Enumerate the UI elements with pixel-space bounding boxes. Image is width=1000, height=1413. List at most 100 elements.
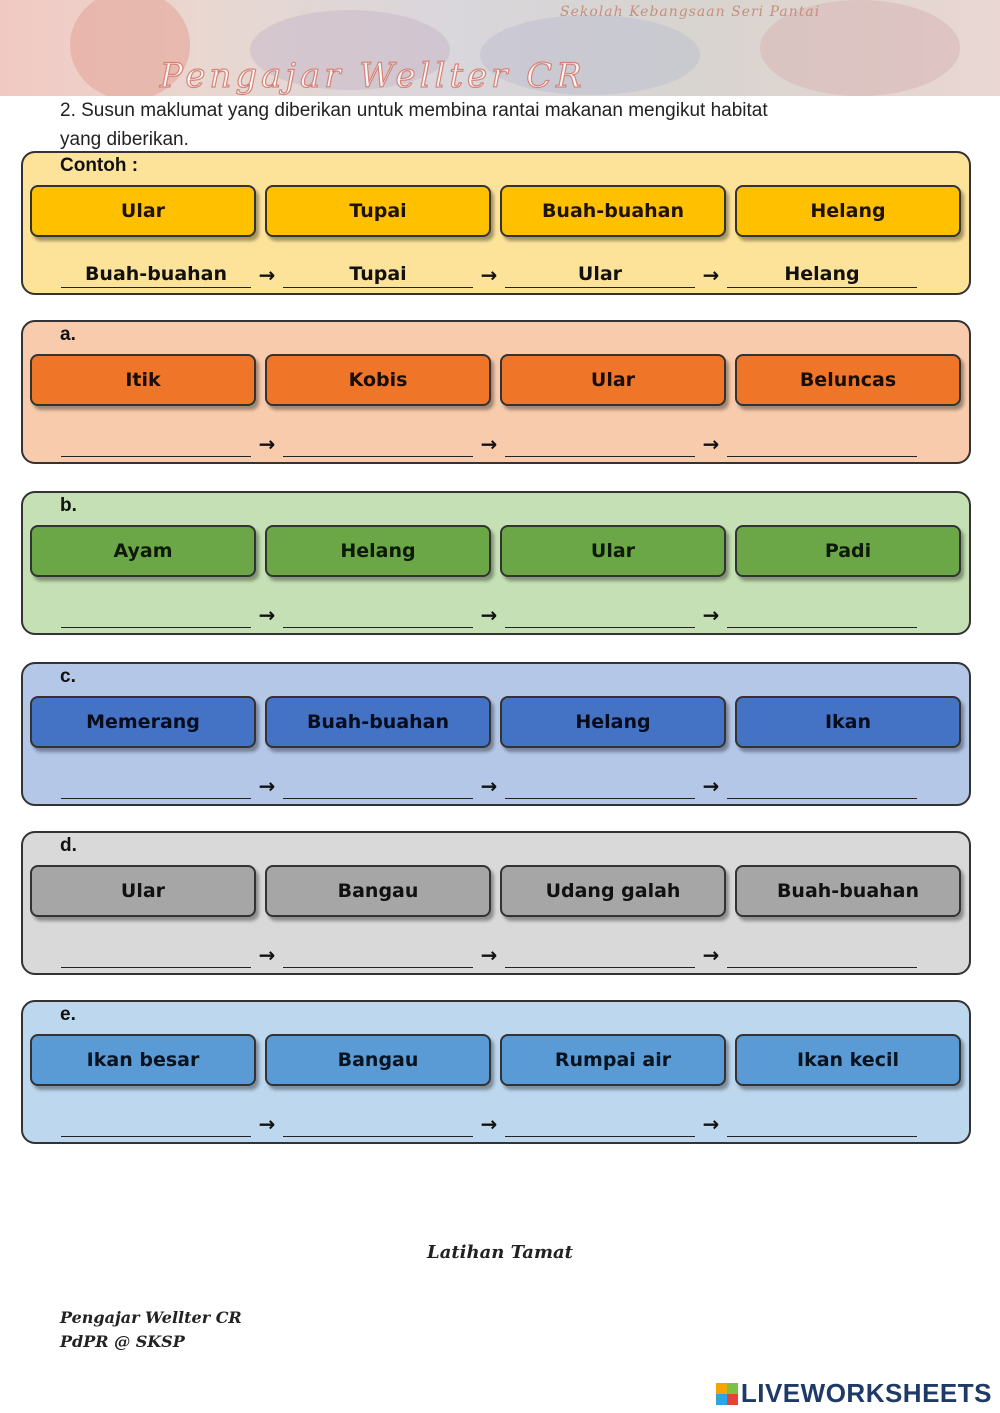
signature: Pengajar Wellter CR PdPR @ SKSP bbox=[60, 1306, 242, 1354]
answer-drop-slot[interactable]: Tupai bbox=[283, 261, 473, 288]
answer-drop-slot[interactable]: Ular bbox=[505, 261, 695, 288]
arrow-right-icon: → bbox=[480, 432, 498, 456]
answer-drop-slot[interactable] bbox=[283, 941, 473, 968]
answer-drop-slot[interactable] bbox=[727, 941, 917, 968]
arrow-right-icon: → bbox=[258, 774, 276, 798]
answer-drop-slot[interactable]: Buah-buahan bbox=[61, 261, 251, 288]
arrow-right-icon: → bbox=[702, 603, 720, 627]
draggable-item-chip[interactable]: Ikan kecil bbox=[735, 1034, 961, 1086]
draggable-item-chip[interactable]: Ular bbox=[500, 354, 726, 406]
draggable-item-chip[interactable]: Beluncas bbox=[735, 354, 961, 406]
draggable-item-chip[interactable]: Buah-buahan bbox=[500, 185, 726, 237]
answer-drop-slot[interactable] bbox=[283, 601, 473, 628]
answer-drop-slot[interactable] bbox=[61, 601, 251, 628]
banner-photo-teacher bbox=[70, 0, 190, 96]
draggable-item-chip[interactable]: Ikan bbox=[735, 696, 961, 748]
draggable-item-chip[interactable]: Buah-buahan bbox=[265, 696, 491, 748]
answer-drop-slot[interactable] bbox=[505, 772, 695, 799]
instruction-line-1: 2. Susun maklumat yang diberikan untuk m… bbox=[60, 100, 768, 121]
arrow-right-icon: → bbox=[480, 1112, 498, 1136]
draggable-item-chip[interactable]: Tupai bbox=[265, 185, 491, 237]
answer-drop-slot[interactable] bbox=[61, 1110, 251, 1137]
draggable-item-chip[interactable]: Padi bbox=[735, 525, 961, 577]
panel-label: c. bbox=[60, 666, 76, 687]
draggable-item-chip[interactable]: Buah-buahan bbox=[735, 865, 961, 917]
draggable-item-chip[interactable]: Rumpai air bbox=[500, 1034, 726, 1086]
question-instruction: 2. Susun maklumat yang diberikan untuk m… bbox=[60, 96, 940, 154]
answer-drop-slot[interactable] bbox=[505, 1110, 695, 1137]
draggable-item-chip[interactable]: Ikan besar bbox=[30, 1034, 256, 1086]
answer-drop-slot[interactable] bbox=[61, 430, 251, 457]
food-chain-answer-row: → → → bbox=[61, 772, 941, 800]
arrow-right-icon: → bbox=[258, 432, 276, 456]
draggable-item-chip[interactable]: Ayam bbox=[30, 525, 256, 577]
draggable-item-chip[interactable]: Ular bbox=[30, 865, 256, 917]
draggable-item-chip[interactable]: Bangau bbox=[265, 865, 491, 917]
school-name: Sekolah Kebangsaan Seri Pantai bbox=[560, 4, 821, 20]
draggable-item-chip[interactable]: Kobis bbox=[265, 354, 491, 406]
arrow-right-icon: → bbox=[702, 1112, 720, 1136]
liveworksheets-brand: LIVEWORKSHEETS bbox=[740, 1378, 992, 1408]
banner-photo-students bbox=[480, 15, 700, 95]
teacher-banner-title: Pengajar Wellter CR bbox=[159, 55, 586, 96]
draggable-item-chip[interactable]: Itik bbox=[30, 354, 256, 406]
answer-drop-slot[interactable] bbox=[505, 601, 695, 628]
arrow-right-icon: → bbox=[480, 943, 498, 967]
arrow-right-icon: → bbox=[258, 263, 276, 287]
answer-drop-slot[interactable] bbox=[505, 430, 695, 457]
answer-drop-slot[interactable] bbox=[283, 772, 473, 799]
draggable-item-chip[interactable]: Memerang bbox=[30, 696, 256, 748]
food-chain-answer-row: → → → bbox=[61, 941, 941, 969]
draggable-item-chip[interactable]: Bangau bbox=[265, 1034, 491, 1086]
liveworksheets-logo[interactable]: LIVEWORKSHEETS bbox=[715, 1378, 992, 1409]
panel-label: d. bbox=[60, 835, 77, 856]
food-chain-answer-row: → → → bbox=[61, 430, 941, 458]
signature-line-2: PdPR @ SKSP bbox=[60, 1332, 185, 1351]
panel-label: e. bbox=[60, 1004, 76, 1025]
banner-photo-students bbox=[250, 10, 450, 90]
answer-drop-slot[interactable] bbox=[283, 1110, 473, 1137]
arrow-right-icon: → bbox=[258, 1112, 276, 1136]
answer-drop-slot[interactable] bbox=[61, 941, 251, 968]
food-chain-answer-row: Buah-buahan → Tupai → Ular → Helang bbox=[61, 261, 941, 289]
answer-drop-slot[interactable] bbox=[727, 772, 917, 799]
arrow-right-icon: → bbox=[258, 943, 276, 967]
draggable-item-chip[interactable]: Helang bbox=[265, 525, 491, 577]
arrow-right-icon: → bbox=[480, 774, 498, 798]
answer-drop-slot[interactable] bbox=[727, 430, 917, 457]
arrow-right-icon: → bbox=[702, 943, 720, 967]
draggable-item-chip[interactable]: Helang bbox=[500, 696, 726, 748]
panel-label: Contoh : bbox=[60, 155, 139, 176]
arrow-right-icon: → bbox=[480, 603, 498, 627]
arrow-right-icon: → bbox=[258, 603, 276, 627]
answer-drop-slot[interactable] bbox=[283, 430, 473, 457]
food-chain-answer-row: → → → bbox=[61, 1110, 941, 1138]
panel-label: b. bbox=[60, 495, 77, 516]
arrow-right-icon: → bbox=[702, 432, 720, 456]
header-banner: Sekolah Kebangsaan Seri Pantai Pengajar … bbox=[0, 0, 1000, 96]
closing-text: Latihan Tamat bbox=[427, 1242, 573, 1263]
answer-drop-slot[interactable] bbox=[61, 772, 251, 799]
answer-drop-slot[interactable] bbox=[505, 941, 695, 968]
draggable-item-chip[interactable]: Ular bbox=[30, 185, 256, 237]
banner-photo-students bbox=[760, 0, 960, 96]
draggable-item-chip[interactable]: Helang bbox=[735, 185, 961, 237]
arrow-right-icon: → bbox=[702, 263, 720, 287]
panel-label: a. bbox=[60, 324, 76, 345]
draggable-item-chip[interactable]: Udang galah bbox=[500, 865, 726, 917]
signature-line-1: Pengajar Wellter CR bbox=[60, 1308, 242, 1327]
arrow-right-icon: → bbox=[702, 774, 720, 798]
answer-drop-slot[interactable]: Helang bbox=[727, 261, 917, 288]
arrow-right-icon: → bbox=[480, 263, 498, 287]
draggable-item-chip[interactable]: Ular bbox=[500, 525, 726, 577]
food-chain-answer-row: → → → bbox=[61, 601, 941, 629]
answer-drop-slot[interactable] bbox=[727, 1110, 917, 1137]
liveworksheets-icon bbox=[715, 1382, 738, 1405]
answer-drop-slot[interactable] bbox=[727, 601, 917, 628]
